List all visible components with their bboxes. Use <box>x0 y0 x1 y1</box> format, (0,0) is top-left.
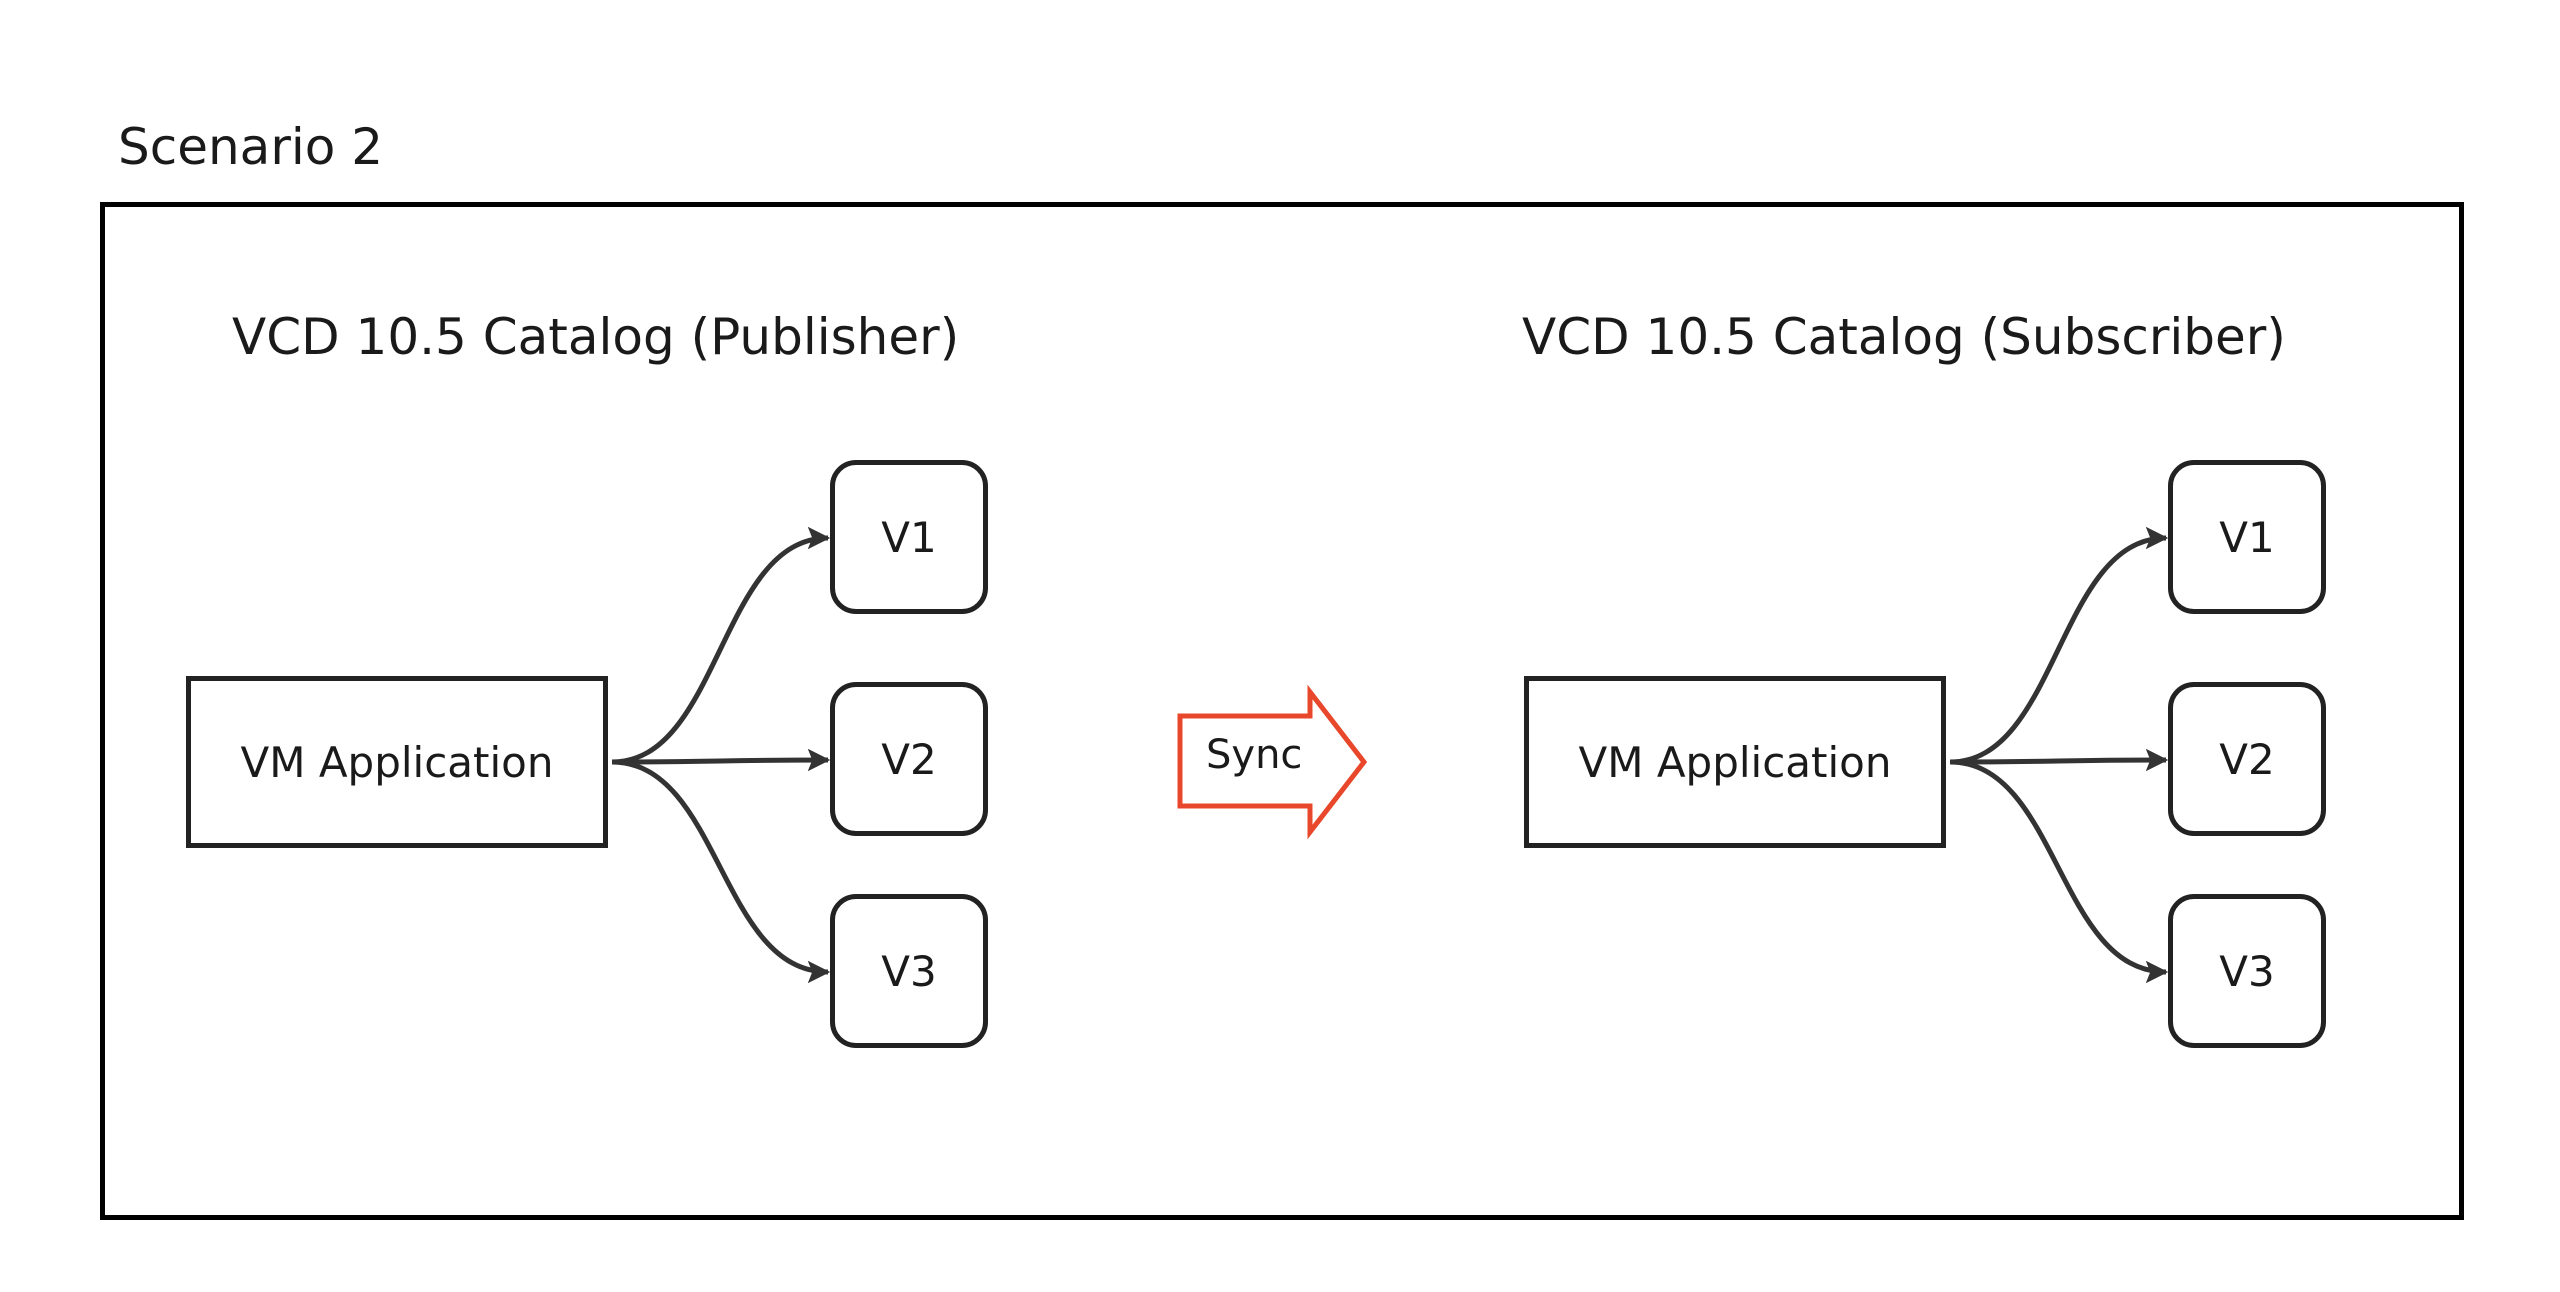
version-label: V3 <box>881 946 937 996</box>
sync-arrow-icon <box>1177 684 1368 840</box>
version-label: V3 <box>2219 946 2275 996</box>
version-label: V2 <box>881 734 937 784</box>
subscriber-vm-application-label: VM Application <box>1578 737 1892 787</box>
subscriber-version-node-v1: V1 <box>2168 460 2326 614</box>
publisher-catalog-title: VCD 10.5 Catalog (Publisher) <box>232 308 960 366</box>
publisher-version-node-v1: V1 <box>830 460 988 614</box>
subscriber-version-node-v2: V2 <box>2168 682 2326 836</box>
scenario-frame <box>100 202 2464 1220</box>
scenario-title: Scenario 2 <box>118 118 384 176</box>
sync-label: Sync <box>1206 732 1303 778</box>
publisher-version-node-v2: V2 <box>830 682 988 836</box>
version-label: V1 <box>2219 512 2275 562</box>
subscriber-edge-v1 <box>1949 526 2169 765</box>
subscriber-catalog-title: VCD 10.5 Catalog (Subscriber) <box>1522 308 2286 366</box>
publisher-vm-application-label: VM Application <box>240 737 554 787</box>
subscriber-version-node-v3: V3 <box>2168 894 2326 1048</box>
subscriber-vm-application-node: VM Application <box>1524 676 1946 848</box>
subscriber-edge-v2 <box>1949 748 2169 772</box>
publisher-version-node-v3: V3 <box>830 894 988 1048</box>
publisher-edge-v1 <box>611 526 831 765</box>
publisher-edge-v2 <box>611 748 831 772</box>
version-label: V1 <box>881 512 937 562</box>
version-label: V2 <box>2219 734 2275 784</box>
publisher-vm-application-node: VM Application <box>186 676 608 848</box>
subscriber-edge-v3 <box>1949 759 2169 984</box>
publisher-edge-v3 <box>611 759 831 984</box>
